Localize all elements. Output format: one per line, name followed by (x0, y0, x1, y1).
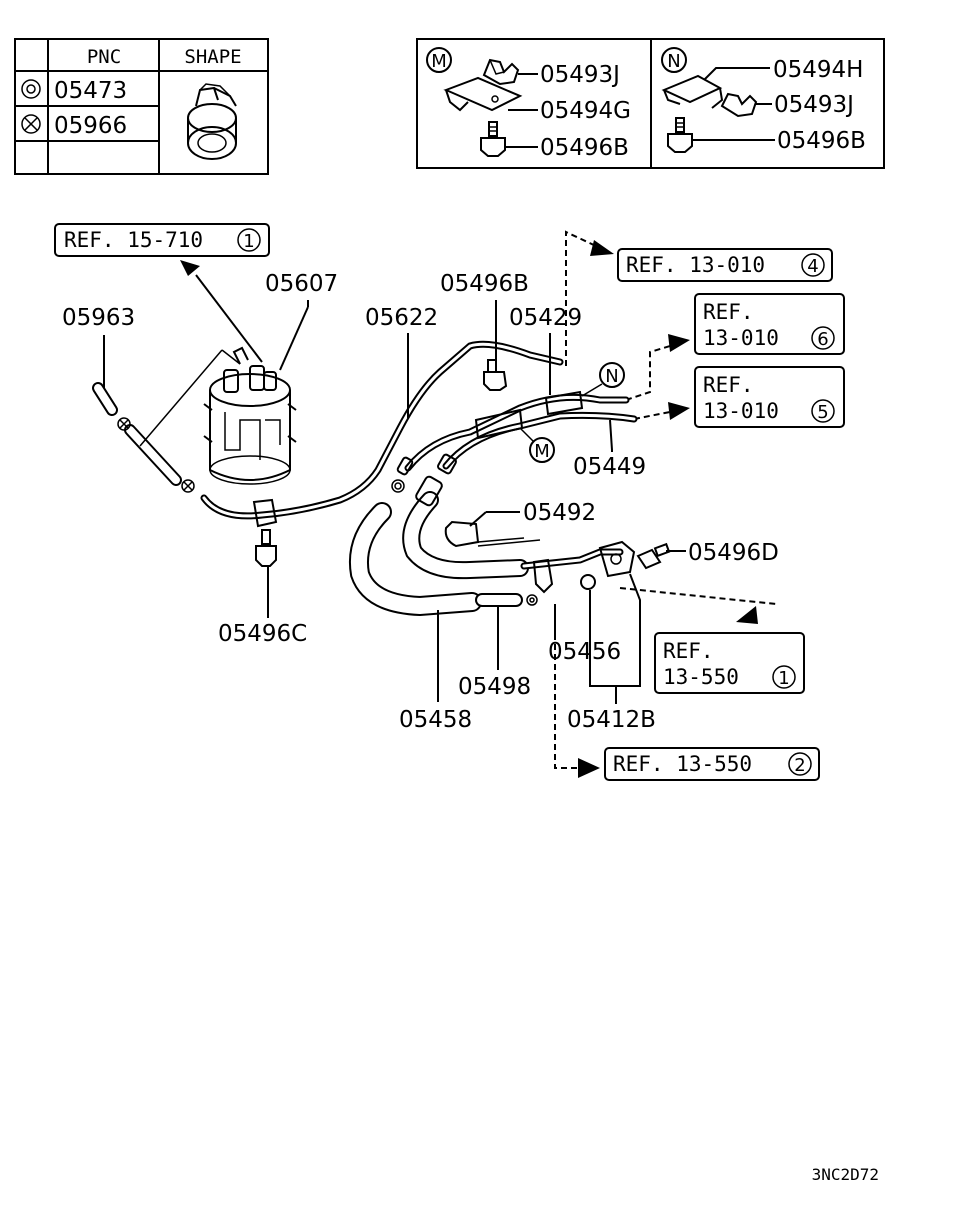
callout-05496D: 05496D (688, 540, 779, 566)
arrow-right-icon (590, 240, 614, 256)
fuel-pump-assembly (203, 346, 297, 485)
bolt-icon (667, 117, 693, 153)
marker-n-label: N (605, 366, 618, 387)
marker-m: M (519, 427, 555, 463)
arrow-up-left-icon (180, 260, 200, 276)
ref-15-710: REF. 15-710 1 (54, 223, 270, 257)
crossed-circle-icon (21, 114, 41, 134)
ref-13-550-1: REF. 13-550 1 (654, 632, 805, 694)
crossed-circle-icon (181, 479, 195, 493)
bolt-icon (483, 359, 508, 391)
ref-13-010-6-line1: REF. (703, 300, 754, 324)
callout-05622: 05622 (365, 305, 438, 331)
ref-13-550-2-text: REF. 13-550 (613, 752, 752, 776)
clip-icon (482, 58, 520, 86)
inset-n-part-05496B: 05496B (777, 128, 866, 154)
ref-13-010-5-line2: 13-010 (703, 399, 779, 423)
ref-13-010-6-num: 6 (817, 329, 828, 350)
ref-13-010-6: REF. 13-010 6 (694, 293, 845, 355)
bolt-icon (255, 529, 277, 567)
inset-n: N 05494H 05493J 05496B (661, 47, 866, 154)
inset-m-part-05494G: 05494G (540, 98, 631, 124)
legend-header-pnc: PNC (87, 46, 121, 68)
marker-n: N (581, 362, 625, 397)
ref-15-710-text: REF. 15-710 (64, 228, 203, 252)
ref-13-010-4-num: 4 (807, 256, 818, 277)
inset-m-part-05496B: 05496B (540, 135, 629, 161)
arrow-right-icon (668, 402, 690, 420)
inset-m-part-05493J: 05493J (540, 62, 620, 88)
ref-13-550-1-line2: 13-550 (663, 665, 739, 689)
ref-13-550-2-num: 2 (794, 755, 805, 776)
ref-13-010-5: REF. 13-010 5 (694, 366, 845, 428)
inset-n-part-05494H: 05494H (773, 57, 863, 83)
arrow-icons (180, 230, 777, 778)
bracket-icon (443, 76, 523, 112)
clip-icon (720, 92, 758, 118)
callout-05429: 05429 (509, 305, 582, 331)
callout-05458: 05458 (399, 707, 472, 733)
inset-n-part-05493J: 05493J (774, 92, 854, 118)
marker-m-label: M (534, 441, 550, 462)
ref-13-010-4-text: REF. 13-010 (626, 253, 765, 277)
bolt-icon (636, 542, 671, 570)
diagram-code: 3NC2D72 (812, 1165, 879, 1184)
arrow-right-icon (668, 334, 690, 352)
double-circle-icon (21, 79, 41, 99)
ref-13-550-2: REF. 13-550 2 (604, 747, 820, 781)
legend-header-shape: SHAPE (184, 46, 241, 68)
bracket-icon (661, 74, 724, 109)
ref-13-010-4: REF. 13-010 4 (617, 248, 833, 282)
arrow-left-icon (736, 606, 758, 624)
callout-05496C: 05496C (218, 621, 307, 647)
callout-05456: 05456 (548, 639, 621, 665)
crossed-circle-icon (117, 417, 131, 431)
arrow-right-icon (578, 758, 600, 778)
callout-05412B: 05412B (567, 707, 656, 733)
fuel-pipes (200, 340, 671, 617)
inset-m-marker: M (431, 51, 447, 72)
hose-clamp-shape-icon (187, 83, 237, 160)
callout-05449: 05449 (573, 454, 646, 480)
callout-05496B: 05496B (440, 271, 529, 297)
bolt-icon (480, 121, 506, 157)
callout-05492: 05492 (523, 500, 596, 526)
ref-13-010-6-line2: 13-010 (703, 326, 779, 350)
leader-lines (267, 300, 686, 704)
legend-pnc-05966: 05966 (54, 113, 127, 139)
callout-05963: 05963 (62, 305, 135, 331)
callout-05607: 05607 (265, 271, 338, 297)
inset-box: M 05493J 05494G 0 (416, 38, 885, 169)
callout-05498: 05498 (458, 674, 531, 700)
ref-13-010-5-line1: REF. (703, 373, 754, 397)
legend-table: PNC SHAPE 05473 05966 (14, 38, 269, 175)
legend-pnc-05473: 05473 (54, 78, 127, 104)
ref-15-710-num: 1 (243, 231, 254, 252)
inset-n-marker: N (667, 51, 680, 72)
ref-13-010-5-num: 5 (817, 402, 828, 423)
hose-05963 (92, 382, 195, 493)
inset-m: M 05493J 05494G 0 (426, 47, 631, 161)
ref-13-550-1-line1: REF. (663, 639, 714, 663)
ref-13-550-1-num: 1 (778, 668, 789, 689)
